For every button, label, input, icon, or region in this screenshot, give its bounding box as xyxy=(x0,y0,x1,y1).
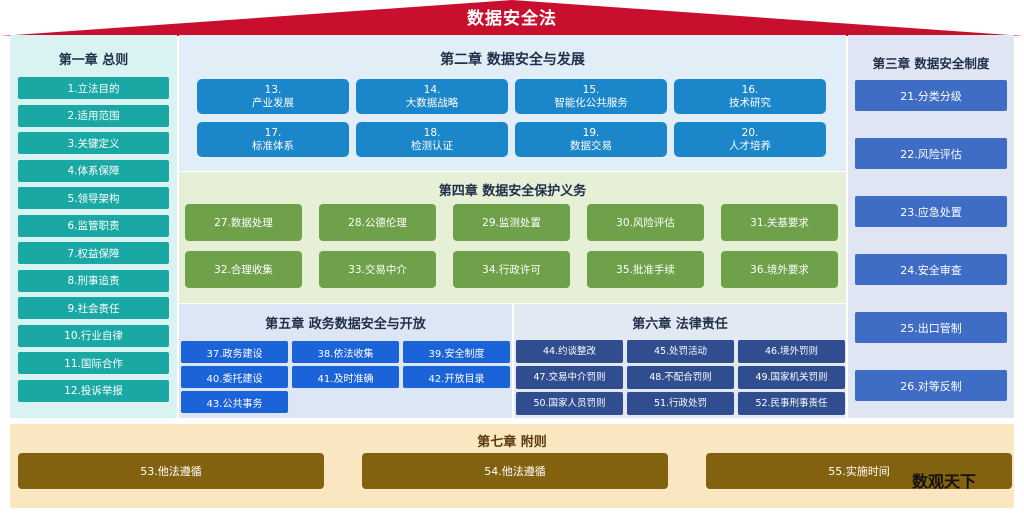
article-item: 27.数据处理 xyxy=(185,204,302,241)
article-item: 16.技术研究 xyxy=(674,79,826,114)
chapter-5-title: 第五章 政务数据安全与开放 xyxy=(265,317,426,332)
article-item: 48.不配合罚则 xyxy=(627,366,734,389)
chapter-3-list: 21.分类分级 22.风险评估 23.应急处置 24.安全审查 25.出口管制 … xyxy=(855,80,1007,428)
article-item: 8.刑事追责 xyxy=(18,269,169,292)
chapter-7-panel: 第七章 附则 53.他法遵循 54.他法遵循 55.实施时间 xyxy=(10,424,1014,508)
chapter-1-title: 第一章 总则 xyxy=(58,53,129,68)
article-label: 检测认证 xyxy=(411,139,453,152)
article-label: 产业发展 xyxy=(252,96,294,109)
article-item: 49.国家机关罚则 xyxy=(738,366,845,389)
chapter-4-grid: 27.数据处理 28.公德伦理 29.监测处置 30.风险评估 31.关基要求 … xyxy=(185,204,840,288)
article-number: 17. xyxy=(264,126,282,139)
article-number: 18. xyxy=(423,126,441,139)
article-item: 19.数据交易 xyxy=(515,122,667,157)
article-item: 55.实施时间 xyxy=(706,453,1012,489)
article-item: 6.监管职责 xyxy=(18,214,169,237)
article-item: 24.安全审查 xyxy=(855,254,1007,285)
article-item: 21.分类分级 xyxy=(855,80,1007,111)
article-item: 45.处罚活动 xyxy=(627,340,734,363)
article-item: 4.体系保障 xyxy=(18,159,169,182)
article-number: 19. xyxy=(582,126,600,139)
article-item: 53.他法遵循 xyxy=(18,453,324,489)
article-item: 20.人才培养 xyxy=(674,122,826,157)
chapter-7-row: 53.他法遵循 54.他法遵循 55.实施时间 xyxy=(18,453,1012,489)
article-item: 42.开放目录 xyxy=(403,366,510,388)
chapter-3-panel: 第三章 数据安全制度 21.分类分级 22.风险评估 23.应急处置 24.安全… xyxy=(848,35,1014,418)
article-item: 50.国家人员罚则 xyxy=(516,392,623,415)
article-item: 13.产业发展 xyxy=(197,79,349,114)
article-item: 37.政务建设 xyxy=(181,341,288,363)
chapter-2-grid: 13.产业发展 14.大数据战略 15.智能化公共服务 16.技术研究 17.标… xyxy=(197,79,827,157)
article-label: 数据交易 xyxy=(570,139,612,152)
article-item: 34.行政许可 xyxy=(453,251,570,288)
article-item: 32.合理收集 xyxy=(185,251,302,288)
article-item: 5.领导架构 xyxy=(18,187,169,209)
article-item: 33.交易中介 xyxy=(319,251,436,288)
article-item: 15.智能化公共服务 xyxy=(515,79,667,114)
article-item: 2.适用范围 xyxy=(18,104,169,127)
article-number: 14. xyxy=(423,83,441,96)
chapter-5-grid: 37.政务建设 38.依法收集 39.安全制度 40.委托建设 41.及时准确 … xyxy=(181,341,510,413)
law-title: 数据安全法 xyxy=(467,9,557,29)
article-item: 3.关键定义 xyxy=(18,132,169,154)
article-item: 43.公共事务 xyxy=(181,391,288,413)
article-item: 47.交易中介罚则 xyxy=(516,366,623,389)
article-item: 22.风险评估 xyxy=(855,138,1007,169)
article-item: 17.标准体系 xyxy=(197,122,349,157)
chapter-6-panel: 第六章 法律责任 44.约谈整改 45.处罚活动 46.境外罚则 47.交易中介… xyxy=(514,304,846,418)
article-label: 大数据战略 xyxy=(405,96,459,109)
article-item: 39.安全制度 xyxy=(403,341,510,363)
article-item: 51.行政处罚 xyxy=(627,392,734,415)
chapter-6-title: 第六章 法律责任 xyxy=(632,317,728,332)
chapter-7-title: 第七章 附则 xyxy=(477,435,547,450)
article-item: 14.大数据战略 xyxy=(356,79,508,114)
article-item: 26.对等反制 xyxy=(855,370,1007,401)
article-item: 36.境外要求 xyxy=(721,251,838,288)
article-item: 9.社会责任 xyxy=(18,297,169,319)
article-item: 35.批准手续 xyxy=(587,251,704,288)
article-item: 30.风险评估 xyxy=(587,204,704,241)
article-item: 23.应急处置 xyxy=(855,196,1007,227)
chapter-2-panel: 第二章 数据安全与发展 13.产业发展 14.大数据战略 15.智能化公共服务 … xyxy=(179,35,846,171)
article-item: 38.依法收集 xyxy=(292,341,399,363)
article-item: 54.他法遵循 xyxy=(362,453,668,489)
roof-banner xyxy=(0,0,1024,36)
article-number: 16. xyxy=(741,83,759,96)
article-label: 技术研究 xyxy=(729,96,771,109)
article-number: 20. xyxy=(741,126,759,139)
article-number: 15. xyxy=(582,83,600,96)
article-label: 标准体系 xyxy=(252,139,294,152)
chapter-4-panel: 第四章 数据安全保护义务 27.数据处理 28.公德伦理 29.监测处置 30.… xyxy=(179,172,846,303)
article-item: 11.国际合作 xyxy=(18,352,169,374)
article-item: 44.约谈整改 xyxy=(516,340,623,363)
article-label: 人才培养 xyxy=(729,139,771,152)
article-item: 28.公德伦理 xyxy=(319,204,436,241)
chapter-1-panel: 第一章 总则 1.立法目的 2.适用范围 3.关键定义 4.体系保障 5.领导架… xyxy=(10,35,177,418)
chapter-6-grid: 44.约谈整改 45.处罚活动 46.境外罚则 47.交易中介罚则 48.不配合… xyxy=(516,340,845,415)
article-item: 31.关基要求 xyxy=(721,204,838,241)
article-item: 46.境外罚则 xyxy=(738,340,845,363)
chapter-1-list: 1.立法目的 2.适用范围 3.关键定义 4.体系保障 5.领导架构 6.监管职… xyxy=(18,77,169,407)
article-item: 40.委托建设 xyxy=(181,366,288,388)
brand-logo-text: 数观天下 xyxy=(912,472,977,491)
chapter-3-title: 第三章 数据安全制度 xyxy=(872,56,990,71)
article-label: 智能化公共服务 xyxy=(554,96,628,109)
article-item: 41.及时准确 xyxy=(292,366,399,388)
article-item: 10.行业自律 xyxy=(18,324,169,347)
chapter-2-title: 第二章 数据安全与发展 xyxy=(440,52,585,68)
article-item: 52.民事刑事责任 xyxy=(738,392,845,415)
chapter-5-panel: 第五章 政务数据安全与开放 37.政务建设 38.依法收集 39.安全制度 40… xyxy=(179,304,512,418)
article-item: 7.权益保障 xyxy=(18,242,169,264)
article-number: 13. xyxy=(264,83,282,96)
article-item: 25.出口管制 xyxy=(855,312,1007,343)
article-item: 29.监测处置 xyxy=(453,204,570,241)
article-item: 12.投诉举报 xyxy=(18,379,169,402)
article-item: 18.检测认证 xyxy=(356,122,508,157)
chapter-4-title: 第四章 数据安全保护义务 xyxy=(438,184,587,199)
article-item: 1.立法目的 xyxy=(18,77,169,99)
